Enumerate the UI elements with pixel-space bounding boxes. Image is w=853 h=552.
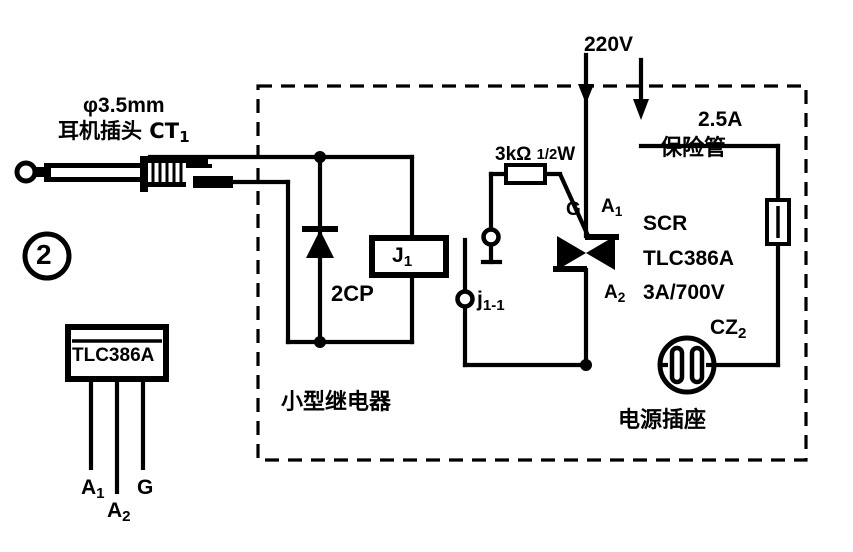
figure-number-label: 2 [36, 239, 52, 270]
mains-arrow-right [633, 99, 649, 120]
headphone-plug-ct1 [14, 156, 233, 192]
node-bottom-relay [314, 336, 326, 348]
relay-contact-label: j1-1 [477, 288, 505, 315]
fuse-rating-label: 2.5A [698, 108, 743, 131]
scr-a2-label: A2 [604, 282, 626, 305]
contact-terminal-lower [455, 289, 475, 309]
relay-coil-label: J1 [392, 244, 412, 271]
package-pin-g-label: G [137, 476, 154, 499]
plug-diameter-label: φ3.5mm [83, 94, 165, 117]
scr-gate-label: G [566, 199, 581, 220]
resistor-power-fraction: 1/2 [536, 147, 558, 164]
triac-scr-symbol [553, 234, 619, 272]
scr-a1-label: A1 [601, 196, 623, 219]
socket-cz2-symbol [657, 335, 717, 395]
node-top-relay [314, 151, 326, 163]
diode-2cp-symbol [302, 226, 338, 258]
diode-label: 2CP [331, 281, 374, 306]
socket-text: CZ [710, 316, 738, 339]
package-pin-a2-subscript: 2 [122, 508, 131, 526]
resistor-ohms-text: 3kΩ [495, 144, 532, 165]
scr-part-label: TLC386A [643, 247, 735, 270]
package-part-label: TLC386A [72, 345, 155, 366]
scr-a2-text: A [604, 282, 618, 303]
socket-designator-label: CZ2 [710, 316, 746, 343]
resistor-3k-symbol [504, 163, 547, 185]
resistor-value-label: 3kΩ 1/2W [495, 144, 576, 166]
fuse-name-label: 保险管 [660, 136, 727, 161]
mains-voltage-label: 220V [584, 33, 634, 56]
plug-name-text: 耳机插头 CT [58, 119, 180, 143]
mains-arrow-left [578, 84, 594, 104]
scr-rating-label: 3A/700V [643, 281, 725, 304]
plug-name-label: 耳机插头 CT1 [58, 119, 190, 147]
relay-block-label: 小型继电器 [281, 390, 392, 415]
package-pin-a2-text: A [107, 499, 123, 522]
package-pin-a2-label: A2 [107, 499, 131, 526]
package-pin-a1-label: A1 [81, 476, 105, 503]
scr-a2-subscript: 2 [617, 289, 626, 305]
relay-contact-subscript: 1-1 [482, 297, 505, 315]
scr-a1-text: A [601, 196, 615, 217]
tlc386a-package-symbol [65, 324, 169, 494]
package-pin-a1-subscript: 1 [96, 485, 105, 503]
relay-coil-subscript: 1 [403, 253, 413, 271]
contact-terminal-upper [481, 227, 501, 247]
socket-subscript: 2 [738, 325, 747, 343]
relay-branch-wiring [147, 154, 415, 345]
plug-name-subscript: 1 [179, 128, 190, 147]
resistor-power-numerator: 1 [536, 147, 545, 164]
socket-name-label: 电源插座 [618, 408, 707, 433]
figure-number-circle [22, 231, 72, 281]
package-pin-a1-text: A [81, 476, 97, 499]
scr-a1-subscript: 1 [614, 203, 623, 219]
trigger-branch-wiring [462, 171, 588, 368]
node-a2-bottom [580, 359, 592, 371]
scr-type-label: SCR [643, 212, 688, 235]
relay-contact-text: j [477, 288, 483, 311]
relay-coil-text: J [392, 244, 404, 267]
resistor-power-unit: W [557, 144, 576, 165]
relay-coil-box [369, 235, 449, 278]
resistor-power-denominator: 2 [549, 147, 558, 164]
chassis-dashed-boundary [256, 84, 808, 462]
